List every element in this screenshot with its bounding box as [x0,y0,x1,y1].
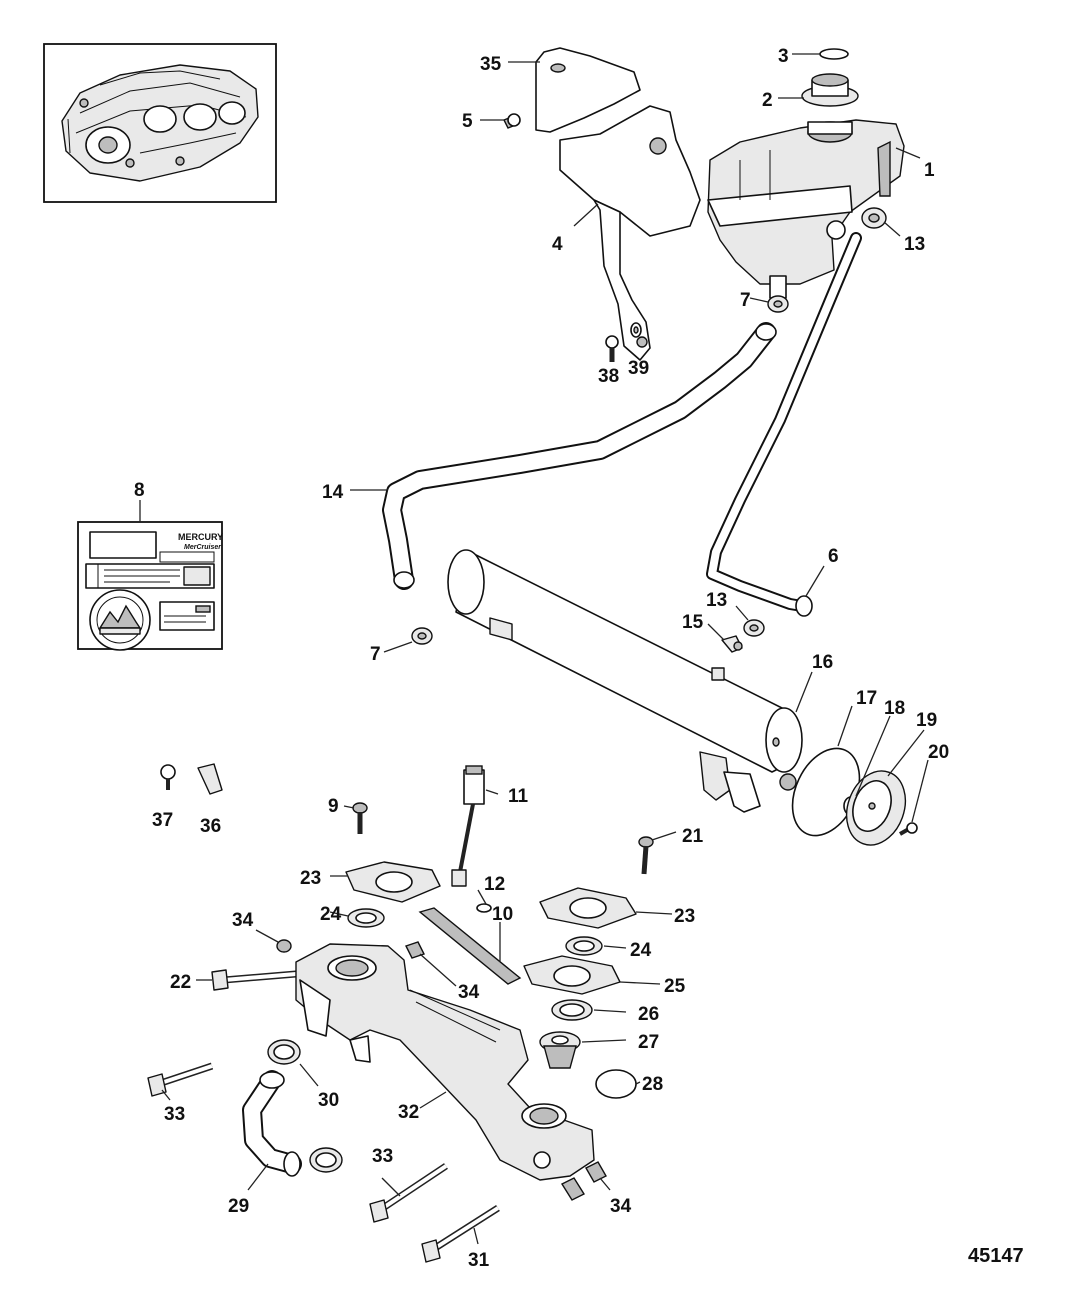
clamp-30-top [267,1039,301,1065]
cap-2 [801,73,859,107]
bolt-5 [503,113,521,129]
callout-2: 2 [762,90,773,111]
callout-6: 6 [828,546,839,567]
callout-34-a: 34 [232,910,254,931]
callout-29: 29 [228,1196,249,1217]
bracket-4 [559,105,701,361]
callout-18: 18 [884,698,905,719]
callout-1: 1 [924,160,935,181]
callout-19: 19 [916,710,937,731]
thermostat-housing-32 [295,943,595,1181]
hose-14 [382,322,777,590]
bolt-38 [605,335,619,362]
fitting-15 [721,635,743,653]
screw-20 [899,822,918,836]
callout-33-left: 33 [164,1104,185,1125]
diagram-reference-number: 45147 [968,1245,1024,1267]
callout-28: 28 [642,1074,663,1095]
clamp-13-bottom [743,619,765,637]
washer-39 [630,322,642,338]
callout-8: 8 [134,480,145,501]
cover-19 [845,770,907,846]
callout-labels: 35 3 2 5 1 4 13 7 38 39 14 8 7 6 13 15 1… [134,46,949,1271]
callout-33-bottom: 33 [372,1146,393,1167]
seal-24-right [565,936,603,956]
callout-24-right: 24 [630,940,652,961]
clamp-30-bottom [309,1147,343,1173]
callout-13-bottom: 13 [706,590,727,611]
decal-sub: MerCruiser [184,544,222,551]
decal-brand: MERCURY [178,532,223,542]
callout-4: 4 [552,234,563,255]
callout-20: 20 [928,742,949,763]
plug-34-c [560,1161,607,1201]
callout-26: 26 [638,1004,659,1025]
seal-26 [551,999,593,1021]
tube-6 [706,232,862,617]
coolant-reservoir-1 [707,119,905,299]
decal-card: MERCURY MerCruiser [77,521,223,651]
hose-29 [242,1070,302,1177]
callout-24-left: 24 [320,904,342,925]
gasket-23-right [539,887,637,929]
bracket-35 [535,47,641,133]
plug-34-a [276,939,292,953]
callout-31: 31 [468,1250,490,1271]
clamp-13-top [861,207,887,229]
callout-17: 17 [856,688,877,709]
callout-9: 9 [328,796,339,817]
callout-3: 3 [778,46,789,67]
callout-23-left: 23 [300,868,321,889]
bolt-31 [421,1205,500,1263]
thermostat-27 [539,1031,581,1069]
oring-28 [595,1069,637,1099]
bolt-22 [211,969,297,991]
seal-3 [819,48,849,60]
callout-11: 11 [508,786,529,807]
clip-36 [197,763,223,795]
seal-24-left [347,908,385,928]
plug-34-b [405,941,425,959]
callout-34-c: 34 [610,1196,632,1217]
callout-37: 37 [152,810,173,831]
callout-7-bottom: 7 [370,644,381,665]
sensor-11 [451,765,485,887]
callout-27: 27 [638,1032,659,1053]
callout-16: 16 [812,652,833,673]
gasket-25 [523,955,621,995]
callout-36: 36 [200,816,221,837]
callout-5: 5 [462,111,473,132]
callout-14: 14 [322,482,344,503]
callout-10: 10 [492,904,513,925]
callout-38: 38 [598,366,619,387]
clamp-7-top [767,295,789,313]
screw-9 [352,802,368,834]
screw-21 [638,836,654,875]
clamp-7-bottom [411,627,433,645]
strip-10 [418,907,522,985]
screw-37 [160,764,176,790]
callout-30: 30 [318,1090,339,1111]
callout-32-visible: 32 [398,1102,419,1123]
engine-inset [43,43,277,203]
bolt-33-bottom [369,1163,448,1223]
seal-12 [476,903,492,913]
heat-exchanger-16 [447,549,803,813]
callout-22: 22 [170,972,191,993]
leader-lines [139,53,929,1245]
callout-34-b: 34 [458,982,480,1003]
callout-35: 35 [480,54,502,75]
callout-15: 15 [682,612,704,633]
callout-7-top: 7 [740,290,751,311]
callout-21: 21 [682,826,704,847]
callout-23-right: 23 [674,906,695,927]
callout-13-top: 13 [904,234,925,255]
gasket-23-left [345,861,441,903]
callout-12: 12 [484,874,505,895]
callout-25: 25 [664,976,686,997]
bolt-33-left [147,1062,214,1097]
callout-39: 39 [628,358,649,379]
